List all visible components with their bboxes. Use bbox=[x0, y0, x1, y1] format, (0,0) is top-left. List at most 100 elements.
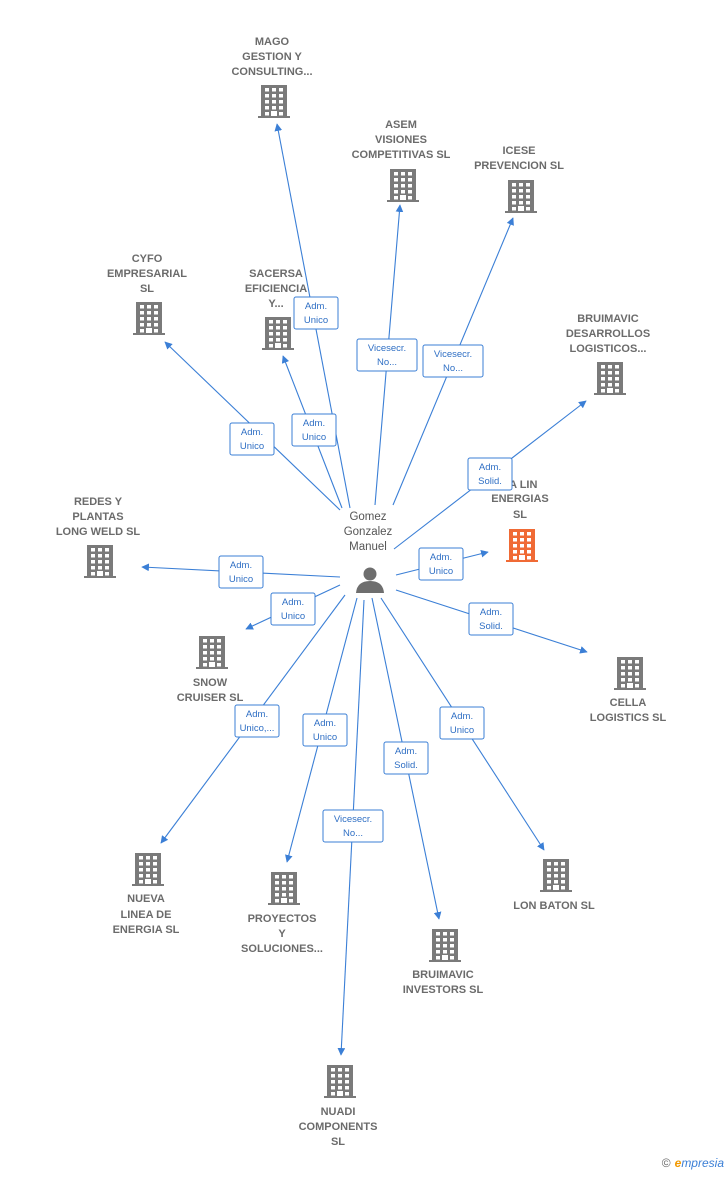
company-name-line: SL bbox=[140, 283, 154, 295]
edge-label-cella[interactable]: Adm.Solid. bbox=[468, 602, 514, 636]
company-name-line: COMPONENTS bbox=[299, 1121, 378, 1133]
edge-label-text: Adm. bbox=[305, 301, 327, 312]
edge-label-text: Adm. bbox=[241, 427, 263, 438]
edge-label-text: Unico bbox=[281, 611, 305, 622]
company-name-line: BRUIMAVIC bbox=[577, 313, 639, 325]
company-node-nueva[interactable]: NUEVA LINEA DE ENERGIA SL bbox=[113, 853, 180, 936]
edge-label-cyfo[interactable]: Adm. Unico bbox=[229, 422, 275, 456]
building-icon[interactable] bbox=[268, 872, 300, 905]
company-node-bruimavic-inv[interactable]: BRUIMAVIC INVESTORS SL bbox=[403, 929, 484, 996]
company-name-line: PLANTAS bbox=[72, 511, 123, 523]
company-name-line: ICESE bbox=[502, 145, 535, 157]
building-icon[interactable] bbox=[387, 169, 419, 202]
company-name-line: ENERGIAS bbox=[491, 493, 548, 505]
edge-label-redes[interactable]: Adm.Unico bbox=[218, 555, 264, 589]
edge-label-icese[interactable]: Vicesecr. No... bbox=[422, 344, 484, 378]
person-name-line: Gonzalez bbox=[344, 526, 393, 538]
edge-label-text: Unico,... bbox=[240, 723, 275, 734]
edge-label-sacersa[interactable]: Adm.Unico bbox=[291, 413, 337, 447]
edge-label-text: No... bbox=[343, 828, 363, 839]
edge-label-text: No... bbox=[443, 363, 463, 374]
building-icon[interactable] bbox=[505, 180, 537, 213]
edge-label-text: Solid. bbox=[478, 476, 502, 487]
building-icon[interactable] bbox=[196, 636, 228, 669]
building-icon[interactable] bbox=[506, 529, 538, 562]
company-node-cyfo[interactable]: CYFO EMPRESARIAL SL bbox=[107, 253, 187, 335]
building-icon[interactable] bbox=[540, 859, 572, 892]
edge-label-proyectos[interactable]: Adm. Unico bbox=[302, 713, 348, 747]
company-name-line: LON BATON SL bbox=[513, 900, 595, 912]
company-name-line: REDES Y bbox=[74, 496, 123, 508]
edge-label-bruimavic-inv[interactable]: Adm. Solid. bbox=[383, 741, 429, 775]
building-icon[interactable] bbox=[262, 317, 294, 350]
brand-logo-e: e bbox=[674, 1156, 682, 1170]
company-name-line: EMPRESARIAL bbox=[107, 268, 187, 280]
company-name-line: SL bbox=[513, 509, 527, 521]
company-name-line: NUEVA bbox=[127, 893, 165, 905]
edge-label-lonbaton[interactable]: Adm.Unico bbox=[439, 706, 485, 740]
edge-label-text: Vicesecr. bbox=[434, 349, 472, 360]
company-name-line: BRUIMAVIC bbox=[412, 969, 474, 981]
company-node-bruimavic-des[interactable]: BRUIMAVICDESARROLLOSLOGISTICOS... bbox=[566, 313, 650, 395]
edge-label-text: Solid. bbox=[394, 760, 418, 771]
edge-label-asem[interactable]: Vicesecr.No... bbox=[356, 338, 418, 372]
company-name-line: LINEA DE bbox=[121, 909, 172, 921]
edge-label-text: Unico bbox=[450, 725, 474, 736]
edge-labels-layer: Adm.UnicoVicesecr.No...Vicesecr.No...Adm… bbox=[218, 296, 514, 843]
company-name-line: PROYECTOS bbox=[248, 913, 317, 925]
building-icon[interactable] bbox=[594, 362, 626, 395]
edge-label-text: Adm. bbox=[480, 607, 502, 618]
company-name-line: COMPETITIVAS SL bbox=[352, 149, 451, 161]
person-icon bbox=[356, 567, 384, 593]
building-icon[interactable] bbox=[614, 657, 646, 690]
company-name-line: GESTION Y bbox=[242, 51, 302, 63]
company-node-proyectos[interactable]: PROYECTOSYSOLUCIONES... bbox=[241, 872, 323, 955]
company-node-lonbaton[interactable]: LON BATON SL bbox=[513, 859, 595, 912]
company-node-sacersa[interactable]: SACERSAEFICIENCIAY... bbox=[245, 268, 307, 350]
edge-label-text: Adm. bbox=[246, 709, 268, 720]
company-name-line: EFICIENCIA bbox=[245, 283, 307, 295]
edge-label-text: Adm. bbox=[282, 597, 304, 608]
company-name-line: Y... bbox=[268, 298, 283, 310]
edge-label-text: Adm. bbox=[230, 560, 252, 571]
edge-label-bruimavic-des[interactable]: Adm.Solid. bbox=[467, 457, 513, 491]
company-name-line: NUADI bbox=[321, 1106, 356, 1118]
company-name-line: VISIONES bbox=[375, 134, 427, 146]
brand-watermark: ©empresia bbox=[662, 1156, 724, 1170]
company-name-line: DESARROLLOS bbox=[566, 328, 650, 340]
building-icon[interactable] bbox=[258, 85, 290, 118]
edge-label-text: Adm. bbox=[395, 746, 417, 757]
building-icon[interactable] bbox=[324, 1065, 356, 1098]
edge-label-text: Unico bbox=[302, 432, 326, 443]
building-icon[interactable] bbox=[84, 545, 116, 578]
company-name-line: ENERGIA SL bbox=[113, 924, 180, 936]
building-icon[interactable] bbox=[133, 302, 165, 335]
edge-label-text: Unico bbox=[304, 315, 328, 326]
edge-label-mago[interactable]: Adm. Unico bbox=[293, 296, 339, 330]
building-icon[interactable] bbox=[429, 929, 461, 962]
building-icon[interactable] bbox=[132, 853, 164, 886]
edge-label-text: Adm. bbox=[430, 552, 452, 563]
edge-label-vlin[interactable]: Adm.Unico bbox=[418, 547, 464, 581]
edge-label-snow[interactable]: Adm. Unico bbox=[270, 592, 316, 626]
company-name-line: SOLUCIONES... bbox=[241, 943, 323, 955]
company-name-line: LONG WELD SL bbox=[56, 526, 141, 538]
edge-label-text: Adm. bbox=[314, 718, 336, 729]
company-name-line: CYFO bbox=[132, 253, 163, 265]
company-node-redes[interactable]: REDES Y PLANTAS LONG WELD SL bbox=[56, 496, 141, 578]
edge-label-nueva[interactable]: Adm. Unico,... bbox=[234, 704, 280, 738]
company-name-line: INVESTORS SL bbox=[403, 984, 484, 996]
edge-label-nuadi[interactable]: Vicesecr.No... bbox=[322, 809, 384, 843]
edge-label-text: Unico bbox=[313, 732, 337, 743]
edge-label-text: Unico bbox=[240, 441, 264, 452]
edge-label-text: No... bbox=[377, 357, 397, 368]
